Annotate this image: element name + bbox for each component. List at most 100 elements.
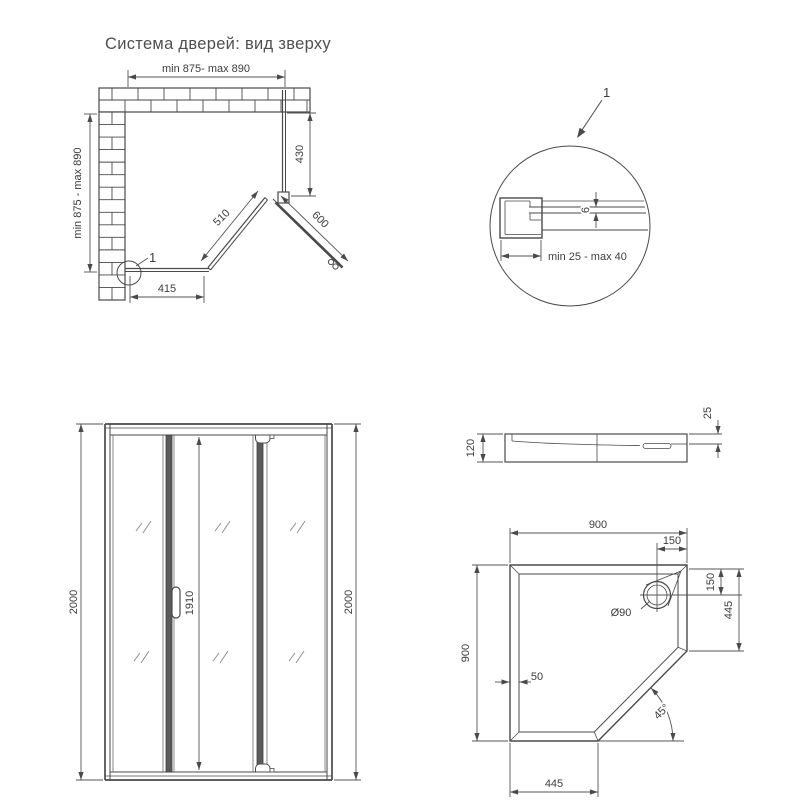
- door-handle-knob: [327, 258, 335, 266]
- glass-hatch-marks: [133, 520, 306, 664]
- dim-top-width: min 875- max 890: [162, 63, 250, 75]
- bottom-hinge: [255, 763, 271, 773]
- door-panel: [274, 201, 344, 269]
- arrowhead: [307, 113, 313, 121]
- arrowhead: [715, 426, 721, 434]
- glass-hatch: [296, 520, 306, 534]
- dim-line: [200, 190, 259, 262]
- dim-tray-depth: 900: [460, 644, 472, 662]
- arrowhead: [281, 196, 289, 204]
- dim-door: 600: [309, 209, 330, 230]
- arrowhead: [519, 679, 528, 685]
- drain-funnel-line: [667, 570, 682, 607]
- arrowhead: [474, 565, 480, 573]
- corner-bevel: [677, 564, 688, 575]
- arrowhead: [196, 762, 202, 770]
- arrowhead: [736, 643, 742, 651]
- wall-profile-section: [499, 197, 543, 239]
- dim-rim-height: 25: [702, 407, 714, 419]
- bottom-hinge: [269, 768, 275, 773]
- arrowhead: [353, 772, 359, 780]
- arrowhead: [474, 733, 480, 741]
- glass-hatch: [142, 520, 152, 534]
- arrowhead: [651, 688, 659, 696]
- arrowhead: [353, 424, 359, 432]
- glass-hatch: [219, 650, 229, 664]
- top-view-drawing: 1 min 875- max 890 min 875 - max 890 430…: [70, 61, 349, 303]
- arrowhead: [679, 530, 687, 536]
- glass-hatch: [212, 652, 220, 662]
- dim-drain-diameter: Ø90: [611, 607, 632, 619]
- brick-hatching: [99, 88, 310, 300]
- glass-hatch: [214, 522, 222, 532]
- detail-marker-circle: [116, 260, 142, 286]
- dim-drain-offset-top: 150: [663, 535, 681, 547]
- glass-hatch: [140, 650, 150, 664]
- corner-bevel: [509, 731, 520, 742]
- door-end-cap: [339, 263, 343, 268]
- arrowhead: [277, 74, 285, 80]
- arrowhead: [593, 199, 599, 207]
- tray-drain-side: [642, 443, 672, 449]
- dim-adjustment-range: min 25 - max 40: [548, 251, 627, 263]
- arrowhead: [501, 679, 510, 685]
- glass-hatch: [135, 522, 143, 532]
- glass-hatch: [289, 522, 297, 532]
- arrowhead: [480, 434, 486, 442]
- top-hinge: [255, 434, 271, 444]
- dim-tray-width: 900: [589, 519, 607, 531]
- arrowhead: [201, 253, 209, 261]
- dim-fixed-panel: 510: [211, 207, 232, 228]
- arrowhead: [196, 294, 204, 300]
- panel-end-cap: [264, 197, 268, 201]
- arrowhead: [679, 546, 687, 552]
- glass-hatch: [288, 652, 296, 662]
- arrowhead: [533, 253, 541, 259]
- arrowhead: [715, 444, 721, 452]
- arrowhead: [87, 114, 93, 122]
- glass-hatch: [133, 652, 141, 662]
- arrowhead: [590, 789, 598, 795]
- door-handle: [171, 586, 181, 619]
- door-handle-knob: [332, 263, 339, 270]
- dim-height-right: 2000: [343, 590, 355, 614]
- detail-view-drawing: 1 6 min 25 - max 40: [489, 83, 651, 307]
- dim-height-left: 2000: [68, 590, 80, 614]
- callout-arrow-line: [579, 99, 603, 134]
- arrowhead: [577, 127, 586, 138]
- tray-basin-curve: [511, 440, 641, 446]
- dim-door-height: 1910: [184, 591, 196, 615]
- dim-bottom-segment: 445: [545, 778, 563, 790]
- fixed-diagonal-panel: [210, 199, 268, 271]
- arrowhead: [307, 188, 313, 196]
- tray-outer-edge: [509, 564, 688, 742]
- door-post: [165, 434, 173, 773]
- arrowhead: [593, 213, 599, 221]
- dim-bottom-panel: 415: [158, 283, 176, 295]
- arrowhead: [657, 546, 665, 552]
- page-title: Система дверей: вид зверху: [105, 35, 331, 53]
- arrowhead: [78, 772, 84, 780]
- callout-number: 1: [603, 85, 610, 100]
- corner-bevel: [677, 646, 688, 652]
- front-view-drawing: 2000 2000 1910: [66, 423, 361, 781]
- tray-inner-rim: [518, 573, 679, 733]
- detail-circle: [489, 145, 651, 307]
- arrowhead: [78, 424, 84, 432]
- dim-left-depth: min 875 - max 890: [72, 147, 84, 238]
- dim-corner-angle: 45°: [652, 702, 672, 722]
- arrowhead: [130, 294, 138, 300]
- dim-right-segment: 445: [723, 601, 735, 619]
- corner-bevel: [593, 731, 599, 742]
- dim-glass-thickness: 6: [580, 207, 592, 213]
- door-post: [256, 434, 264, 773]
- arrowhead: [670, 733, 676, 741]
- arrowhead: [480, 454, 486, 462]
- arrowhead: [87, 264, 93, 272]
- dim-rim-width: 50: [531, 671, 543, 683]
- drain-leader: [640, 600, 651, 610]
- tray-plan-view-drawing: Ø90 900 150 900 150 445 445 50 45°: [458, 517, 744, 797]
- arrowhead: [196, 437, 202, 445]
- glass-hatch: [221, 520, 231, 534]
